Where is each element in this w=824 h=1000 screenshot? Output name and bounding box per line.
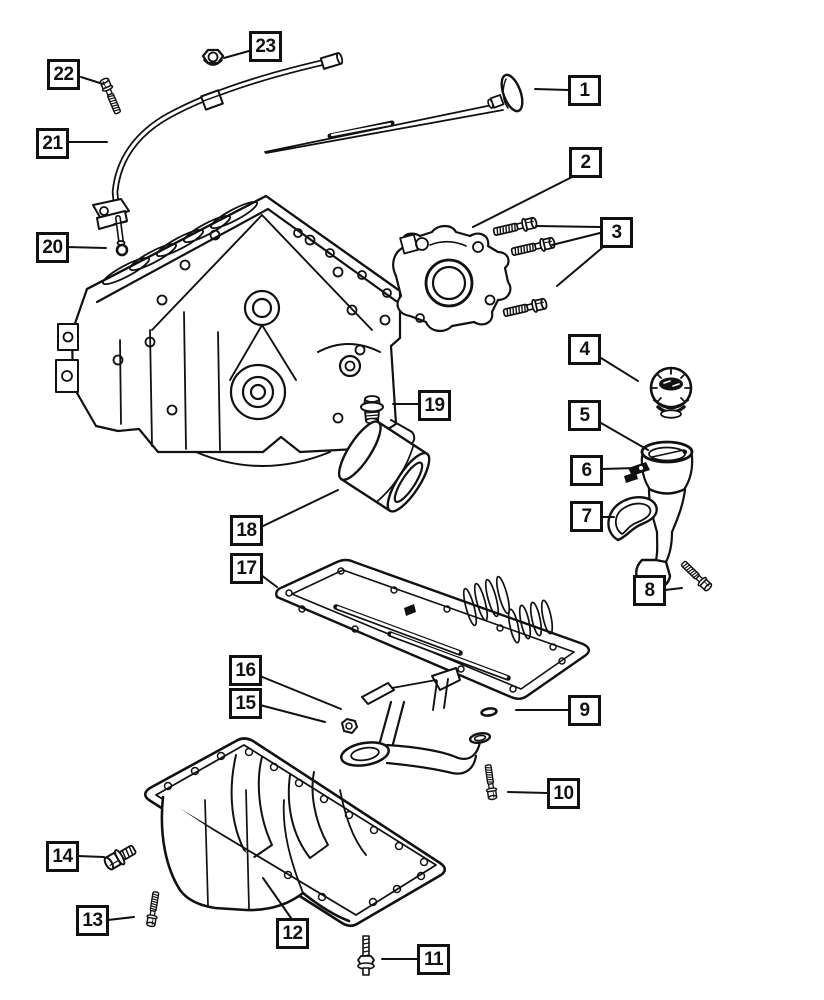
callout-box-22: 22	[47, 59, 80, 90]
callout-box-18: 18	[230, 515, 263, 546]
oil-pump-bolt	[501, 295, 549, 321]
leader-line-22	[80, 76, 104, 85]
engine-block	[55, 194, 416, 467]
callout-number: 9	[579, 699, 590, 721]
callout-box-6: 6	[570, 455, 603, 486]
callout-number: 8	[644, 579, 655, 601]
oil-pan	[143, 737, 447, 928]
callout-number: 5	[579, 404, 590, 426]
callout-box-17: 17	[230, 553, 263, 584]
leader-line-3	[535, 225, 601, 228]
dipstick-tube-nut	[201, 48, 225, 66]
leader-line-1	[534, 88, 569, 91]
callout-box-23: 23	[249, 31, 282, 62]
callout-box-2: 2	[569, 147, 602, 178]
callout-box-9: 9	[568, 695, 601, 726]
callout-box-7: 7	[570, 501, 603, 532]
callout-number: 1	[579, 79, 590, 101]
windage-tray	[275, 558, 591, 700]
oil-pan-bolt	[144, 890, 162, 928]
pickup-tube-bolt	[482, 763, 499, 801]
callout-box-16: 16	[229, 655, 262, 686]
callout-number: 6	[581, 459, 592, 481]
callout-number: 14	[52, 845, 73, 867]
callout-number: 17	[236, 557, 257, 579]
pickup-tube-o-ring	[480, 707, 498, 717]
leader-line-2	[472, 176, 573, 228]
callout-box-13: 13	[76, 905, 109, 936]
callout-box-11: 11	[417, 944, 450, 975]
callout-number: 4	[579, 338, 590, 360]
oil-pump	[392, 224, 512, 332]
leader-line-3	[556, 247, 603, 287]
callout-box-21: 21	[36, 128, 69, 159]
leader-line-5	[600, 422, 649, 451]
callout-box-1: 1	[568, 75, 601, 106]
callout-number: 23	[255, 35, 276, 57]
callout-number: 7	[581, 505, 592, 527]
callout-number: 16	[235, 659, 256, 681]
callout-number: 19	[424, 394, 445, 416]
leader-line-23	[223, 50, 250, 59]
leader-line-6	[601, 467, 637, 470]
leader-line-4	[600, 357, 639, 382]
oil-filter	[337, 420, 431, 513]
dipstick-tube	[92, 52, 344, 246]
callout-number: 20	[42, 236, 63, 258]
leader-line-8	[664, 587, 683, 591]
leader-line-3	[551, 232, 601, 246]
callout-number: 18	[236, 519, 257, 541]
leader-line-13	[107, 916, 135, 921]
oil-pump-bolt	[491, 214, 539, 240]
filler-tube-gasket	[607, 496, 658, 542]
callout-box-10: 10	[547, 778, 580, 809]
oil-drain-plug	[101, 840, 140, 874]
callout-box-12: 12	[276, 918, 309, 949]
callout-box-20: 20	[36, 232, 69, 263]
oil-pan-stud	[357, 935, 375, 976]
oil-pump-bolt	[509, 234, 557, 260]
callout-box-19: 19	[418, 390, 451, 421]
filler-tube-bolt	[678, 558, 715, 594]
callout-number: 3	[611, 221, 622, 243]
leader-line-17	[260, 574, 278, 588]
callout-box-5: 5	[568, 400, 601, 431]
leader-line-14	[77, 855, 105, 858]
leader-lines	[65, 50, 683, 960]
callout-number: 11	[423, 948, 444, 970]
leader-line-15	[259, 704, 326, 723]
callout-number: 21	[42, 132, 63, 154]
leader-line-10	[507, 791, 548, 794]
callout-number: 22	[53, 63, 74, 85]
callout-number: 13	[82, 909, 103, 931]
engine-oil-dipstick	[264, 73, 524, 154]
oil-pickup-tube	[340, 667, 492, 775]
leader-line-12	[262, 877, 292, 919]
callout-box-15: 15	[229, 688, 262, 719]
dipstick-tube-o-ring	[115, 243, 129, 257]
pickup-tube-nut	[341, 718, 358, 734]
callout-box-3: 3	[600, 217, 633, 248]
callout-number: 2	[580, 151, 591, 173]
callout-box-14: 14	[46, 841, 79, 872]
leader-line-16	[259, 675, 342, 710]
callout-number: 10	[553, 782, 574, 804]
callout-number: 12	[282, 922, 303, 944]
leader-line-18	[260, 489, 339, 528]
callout-box-8: 8	[633, 575, 666, 606]
oil-filler-cap	[649, 366, 693, 419]
callout-number: 15	[235, 692, 256, 714]
leader-line-20	[65, 246, 107, 249]
dipstick-tube-bolt	[97, 76, 124, 117]
callout-box-4: 4	[568, 334, 601, 365]
